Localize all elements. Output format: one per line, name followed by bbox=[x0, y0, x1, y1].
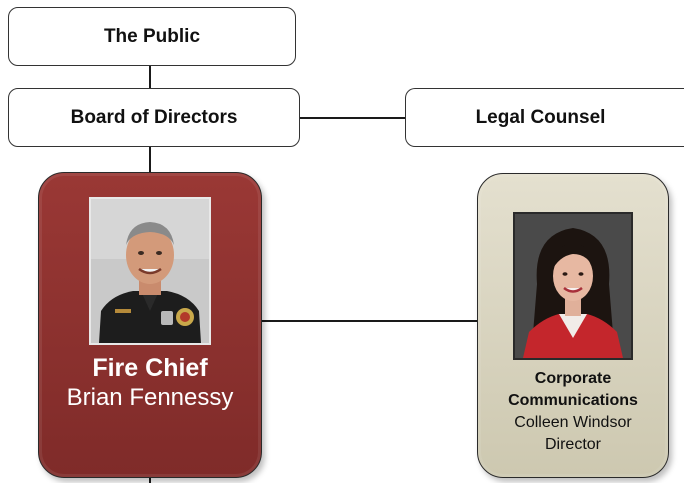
connector-chief-communications bbox=[262, 320, 477, 322]
communications-title-line2: Communications bbox=[508, 392, 638, 409]
public-label: The Public bbox=[103, 25, 201, 47]
communications-title-line1: Corporate bbox=[534, 370, 612, 387]
communications-director-portrait-image bbox=[515, 214, 631, 358]
board-label: Board of Directors bbox=[70, 106, 238, 128]
connector-public-board bbox=[149, 66, 151, 88]
connector-chief-below bbox=[149, 478, 151, 483]
communications-director-photo bbox=[513, 212, 633, 360]
fire-chief-name: Brian Fennessy bbox=[66, 384, 234, 411]
fire-chief-title: Fire Chief bbox=[92, 354, 208, 382]
connector-board-legal bbox=[300, 117, 405, 119]
fire-chief-portrait-image bbox=[91, 199, 209, 343]
connector-board-chief bbox=[149, 147, 151, 174]
communications-director-role: Director bbox=[544, 436, 601, 453]
board-of-directors-box: Board of Directors bbox=[8, 88, 300, 147]
legal-counsel-box: Legal Counsel bbox=[405, 88, 684, 147]
public-box: The Public bbox=[8, 7, 296, 66]
corporate-communications-card: Corporate Communications Colleen Windsor… bbox=[477, 173, 669, 478]
fire-chief-card: Fire Chief Brian Fennessy bbox=[38, 172, 262, 478]
legal-label: Legal Counsel bbox=[475, 106, 606, 128]
fire-chief-photo bbox=[89, 197, 211, 345]
communications-director-name: Colleen Windsor bbox=[514, 414, 632, 431]
